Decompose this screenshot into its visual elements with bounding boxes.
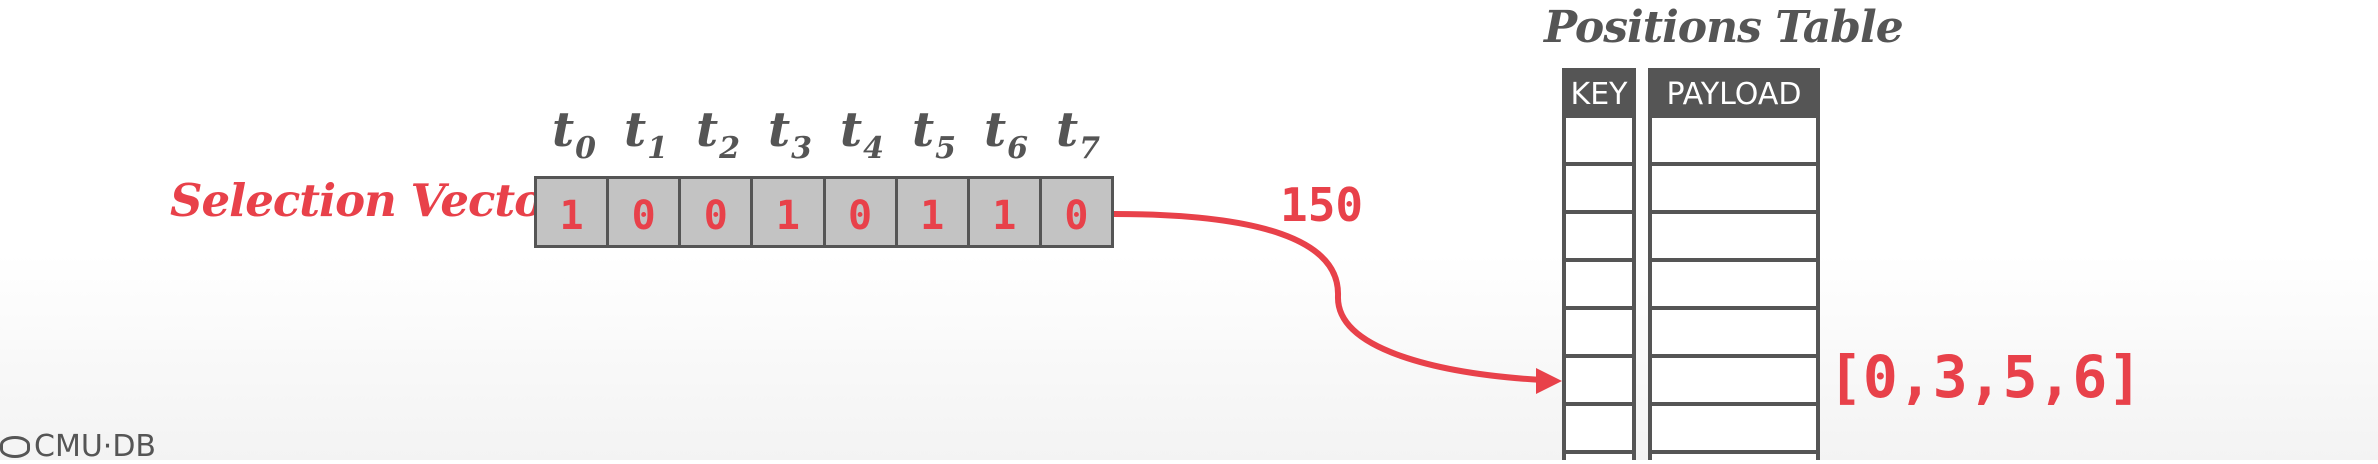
tuple-label-t7: t7 (1056, 102, 1101, 166)
tuple-label-t3: t3 (768, 102, 813, 166)
key-cell (1566, 262, 1632, 310)
tuple-label-t6: t6 (984, 102, 1029, 166)
tuple-label-t0: t0 (552, 102, 597, 166)
bit-cell-3: 1 (753, 179, 826, 245)
positions-table-payload-column: PAYLOAD (1648, 68, 1820, 460)
selection-vector-label: Selection Vector (170, 174, 567, 227)
cmu-db-logo: CMU·DB (0, 432, 156, 462)
tuple-label-t5: t5 (912, 102, 957, 166)
payload-cell (1652, 118, 1816, 166)
payload-cell (1652, 406, 1816, 454)
key-header: KEY (1566, 68, 1632, 118)
key-cell (1566, 310, 1632, 358)
positions-list: [0,3,5,6] (1828, 343, 2143, 411)
key-cell (1566, 214, 1632, 262)
bit-cell-2: 0 (681, 179, 754, 245)
positions-table-title: Positions Table (1544, 2, 1904, 53)
payload-cell (1652, 262, 1816, 310)
key-cell (1566, 406, 1632, 454)
tuple-label-t1: t1 (624, 102, 669, 166)
logo-text: CMU·DB (34, 429, 157, 464)
positions-table-key-column: KEY (1562, 68, 1636, 460)
key-cell (1566, 118, 1632, 166)
bit-cell-7: 0 (1064, 193, 1089, 239)
tuple-label-t2: t2 (696, 102, 741, 166)
arrow-curve (1113, 211, 1543, 383)
key-cell (1566, 358, 1632, 406)
database-icon (0, 436, 30, 458)
payload-cell (1652, 214, 1816, 262)
arrow-head (1536, 368, 1562, 394)
payload-header: PAYLOAD (1652, 68, 1816, 118)
bit-cell-0: 1 (537, 179, 610, 245)
tuple-label-t4: t4 (840, 102, 885, 166)
bit-cell-4: 0 (826, 179, 898, 245)
bit-cell-1: 0 (609, 179, 682, 245)
bit-cell-6: 1 (970, 179, 1042, 245)
bit-cell-5: 1 (898, 179, 970, 245)
payload-cell (1652, 310, 1816, 358)
bitmap-value-label: 150 (1280, 178, 1364, 232)
payload-cell (1652, 358, 1816, 406)
selection-vector: 1 0 0 1 0 1 1 0 (534, 176, 1114, 248)
key-cell (1566, 166, 1632, 214)
payload-cell (1652, 166, 1816, 214)
